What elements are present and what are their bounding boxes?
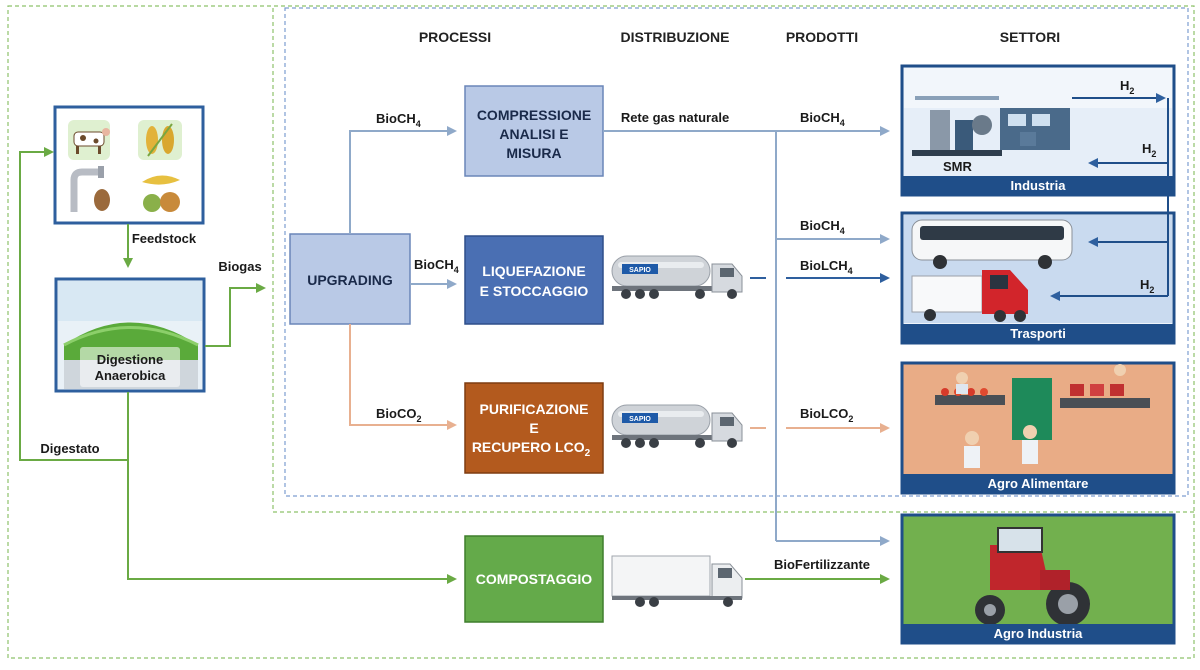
arrow-upgrading-to-purificazione	[349, 324, 457, 430]
label-digestione-l1: Digestione	[97, 352, 163, 367]
header-prodotti: PRODOTTI	[786, 29, 858, 45]
compressione-box	[464, 85, 604, 177]
tanker-truck-lco2: SAPIO	[611, 404, 743, 448]
purificazione-box	[464, 382, 604, 474]
inner-green-dashed-border	[272, 8, 1194, 513]
label-digestione-l2: Anaerobica	[95, 368, 167, 383]
sector-bar-agro-alimentare	[902, 474, 1174, 493]
sector-label-agro-industria: Agro Industria	[994, 626, 1084, 641]
tanker-truck-lng: SAPIO	[611, 255, 743, 299]
liquefazione-box	[464, 235, 604, 325]
sector-agro-industria	[900, 513, 1176, 645]
cow-icon	[68, 120, 110, 160]
purificazione-l2: E	[529, 420, 538, 436]
label-bioch4-top: BioCH4	[376, 111, 421, 129]
label-h2-1: H2	[1120, 78, 1134, 96]
bus-icon	[911, 219, 1073, 269]
label-bioch4-mid: BioCH4	[414, 257, 459, 275]
header-settori: SETTORI	[1000, 29, 1060, 45]
header-distribuzione: DISTRIBUZIONE	[621, 29, 730, 45]
label-prod-biolco2: BioLCO2	[800, 406, 853, 424]
label-rete-gas: Rete gas naturale	[621, 110, 729, 125]
arrow-to-compostaggio	[127, 460, 457, 584]
label-prod-bioch4-2: BioCH4	[800, 218, 845, 236]
arrow-biogas	[205, 283, 266, 347]
label-digestato: Digestato	[40, 441, 99, 456]
box-truck	[611, 555, 743, 607]
sector-bar-industria	[902, 176, 1174, 195]
compressione-l1: COMPRESSIONE	[477, 107, 591, 123]
sector-label-industria: Industria	[1011, 178, 1067, 193]
compostaggio-box	[464, 535, 604, 623]
tanker-brand-lco2: SAPIO	[629, 416, 651, 423]
label-bioco2: BioCO2	[376, 406, 421, 424]
label-smr: SMR	[943, 159, 973, 174]
purificazione-l1: PURIFICAZIONE	[480, 401, 589, 417]
fruit-waste-icon	[142, 175, 180, 212]
outer-green-dashed-border	[7, 5, 1195, 659]
liquefazione-l1: LIQUEFAZIONE	[482, 263, 585, 279]
label-biogas: Biogas	[218, 259, 261, 274]
label-h2-2: H2	[1142, 141, 1156, 159]
label-feedstock: Feedstock	[132, 231, 197, 246]
compostaggio-label: COMPOSTAGGIO	[476, 571, 593, 587]
sector-trasporti	[900, 211, 1176, 345]
label-biofertilizzante: BioFertilizzante	[774, 557, 870, 572]
truck-icon	[911, 270, 1028, 322]
sector-label-trasporti: Trasporti	[1010, 326, 1066, 341]
feedstock-box	[53, 105, 205, 225]
header-processi: PROCESSI	[419, 29, 491, 45]
digester-box	[54, 277, 206, 393]
sector-label-agro-alimentare: Agro Alimentare	[988, 476, 1089, 491]
compressione-l2: ANALISI E	[499, 126, 568, 142]
label-prod-bioch4-1: BioCH4	[800, 110, 845, 128]
blue-dashed-border	[284, 7, 1189, 497]
crops-icon	[138, 120, 182, 160]
sector-bar-trasporti	[902, 324, 1174, 343]
liquefazione-l2: E STOCCAGGIO	[480, 283, 589, 299]
label-h2-3: H2	[1140, 277, 1154, 295]
compressione-l3: MISURA	[506, 145, 561, 161]
sector-bar-agro-industria	[902, 624, 1174, 643]
arrow-upgrading-to-compressione	[349, 126, 457, 234]
sector-agro-alimentare	[900, 361, 1176, 495]
label-prod-biolch4: BioLCH4	[800, 258, 853, 276]
pipe-icon	[70, 166, 110, 212]
upgrading-label: UPGRADING	[307, 272, 393, 288]
tractor-icon	[975, 527, 1090, 626]
arrow-digestato-loop	[19, 147, 129, 461]
tanker-brand-lng: SAPIO	[629, 267, 651, 274]
upgrading-box	[289, 233, 411, 325]
purificazione-l3: RECUPERO LCO2	[472, 439, 591, 459]
